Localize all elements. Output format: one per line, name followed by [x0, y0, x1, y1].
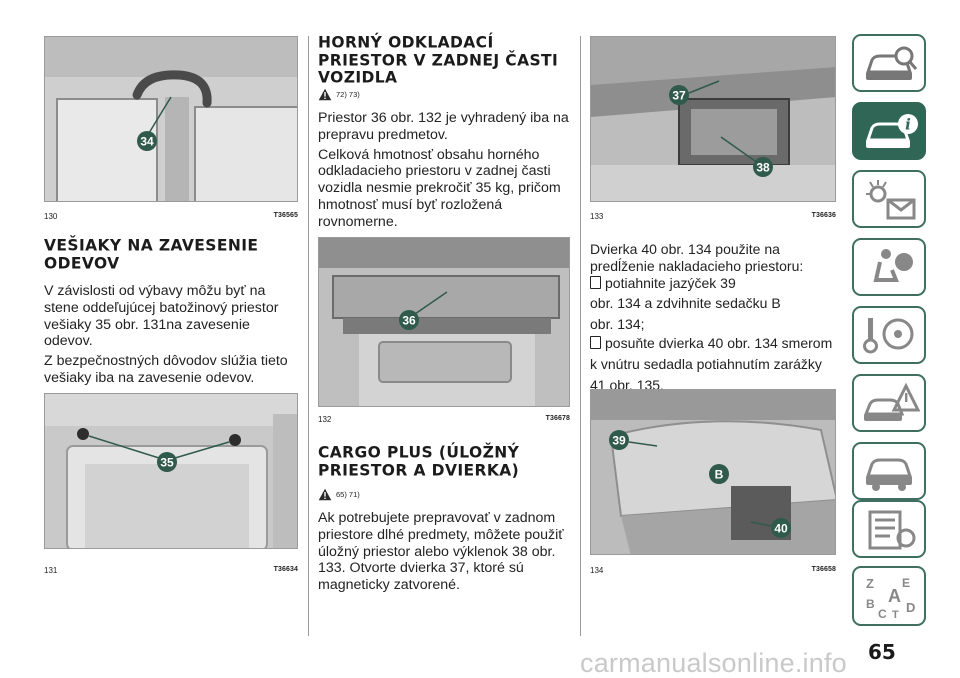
- index-letter: E: [902, 576, 910, 590]
- callout-39: 39: [612, 434, 626, 448]
- index-letter: D: [906, 600, 915, 615]
- car-info-icon: i: [865, 114, 918, 148]
- figure-number: 134: [590, 566, 604, 575]
- index-letter: T: [892, 609, 899, 620]
- figure-code: T36636: [811, 212, 836, 219]
- paragraph: V závislosti od výbavy môžu byť na stene…: [44, 283, 279, 350]
- page-number: 65: [868, 640, 896, 664]
- paragraph: Priestor 36 obr. 132 je vyhradený iba na…: [318, 110, 569, 143]
- figure-number: 132: [318, 415, 332, 424]
- warning-refs: 72) 73): [318, 88, 360, 101]
- figure-130-caption: 130 T36565: [44, 212, 298, 221]
- figure-132-caption: 132 T36678: [318, 415, 570, 424]
- paragraph: Dvierka 40 obr. 134 použite na predĺženi…: [590, 241, 804, 274]
- dashboard-lights-icon: [866, 180, 916, 220]
- index-letter: C: [878, 607, 887, 620]
- warning-refs-text: 65) 71): [336, 490, 360, 499]
- sidebar-tab-car-service[interactable]: [852, 442, 926, 500]
- alphabetical-index-icon: Z E A B C T D: [866, 576, 915, 620]
- callout-38: 38: [756, 161, 770, 175]
- upper-storage-text: Priestor 36 obr. 132 je vyhradený iba na…: [318, 110, 572, 231]
- cargo-plus-text: Ak potrebujete prepravovať v zadnom prie…: [318, 510, 572, 594]
- paragraph: Z bezpečnostných dôvodov slúžia tieto ve…: [44, 353, 288, 386]
- step-item: posuňte dvierka 40 obr. 134 smerom: [590, 335, 840, 352]
- section-heading-hangers: VEŠIAKY NA ZAVESENIE ODEVOV: [44, 235, 259, 273]
- technical-data-list-icon: [868, 510, 916, 550]
- warning-refs: 65) 71): [318, 488, 360, 501]
- figure-134-caption: 134 T36658: [590, 566, 836, 575]
- callout-40: 40: [774, 522, 788, 536]
- paragraph: Celková hmotnosť obsahu horného odkladac…: [318, 146, 561, 230]
- paragraph: obr. 134;: [590, 316, 645, 333]
- index-letter: A: [888, 586, 901, 606]
- section-heading-upper-storage: HORNÝ ODKLADACÍ PRIESTOR V ZADNEJ ČASTI …: [318, 32, 559, 87]
- paragraph: 41 obr. 135.: [590, 376, 664, 393]
- figure-134-image: 39 B 40: [590, 389, 836, 555]
- sidebar-tab-dashboard-lights[interactable]: [852, 170, 926, 228]
- index-letter: Z: [866, 576, 874, 591]
- warning-icon: [318, 488, 332, 501]
- figure-131-image: 35: [44, 393, 298, 549]
- callout-35: 35: [160, 456, 174, 470]
- figure-code: T36658: [811, 566, 836, 573]
- svg-text:i: i: [905, 116, 911, 134]
- figure-code: T36565: [273, 212, 298, 219]
- index-letter: B: [866, 597, 875, 611]
- figure-code: T36678: [545, 415, 570, 422]
- column-divider: [308, 36, 309, 636]
- figure-132-image: 36: [318, 237, 570, 407]
- paragraph: obr. 134 a zdvihnite sedačku B: [590, 295, 781, 312]
- paragraph: k vnútru sedadla potiahnutím zarážky: [590, 355, 822, 372]
- figure-133-image: 37 38: [590, 36, 836, 202]
- car-warning-triangle-icon: [863, 382, 920, 421]
- car-service-icon: [865, 458, 913, 491]
- sidebar-tab-technical-data[interactable]: [852, 500, 926, 558]
- sidebar-tab-alphabetical-index[interactable]: Z E A B C T D: [852, 566, 926, 626]
- column-divider: [580, 36, 581, 636]
- figure-number: 131: [44, 566, 58, 575]
- watermark: carmanualsonline.info: [580, 648, 847, 678]
- sidebar-tab-car-info[interactable]: i: [852, 102, 926, 160]
- hangers-text: V závislosti od výbavy môžu byť na stene…: [44, 283, 296, 387]
- figure-code: T36634: [273, 566, 298, 573]
- steering-key-icon: [863, 318, 914, 354]
- warning-icon: [318, 88, 332, 101]
- paragraph: Ak potrebujete prepravovať v zadnom prie…: [318, 510, 564, 594]
- sidebar-tab-airbag-seat[interactable]: [852, 238, 926, 296]
- sidebar-tab-car-warning[interactable]: [852, 374, 926, 432]
- figure-131-caption: 131 T36634: [44, 566, 298, 575]
- step-item: potiahnite jazýček 39: [590, 275, 840, 292]
- figure-133-caption: 133 T36636: [590, 212, 836, 221]
- sidebar-tab-car-search[interactable]: [852, 34, 926, 92]
- figure-130-image: 34: [44, 36, 298, 202]
- figure-number: 133: [590, 212, 604, 221]
- section-heading-cargo-plus: CARGO PLUS (ÚLOŽNÝ PRIESTOR A DVIERKA): [318, 442, 520, 480]
- warning-refs-text: 72) 73): [336, 90, 360, 99]
- car-search-icon: [865, 46, 918, 80]
- callout-B: B: [715, 468, 724, 482]
- sidebar-tab-steering-key[interactable]: [852, 306, 926, 364]
- door-text: Dvierka 40 obr. 134 použite na predĺženi…: [590, 241, 840, 393]
- callout-36: 36: [402, 314, 416, 328]
- airbag-seat-icon: [873, 249, 913, 282]
- figure-number: 130: [44, 212, 58, 221]
- callout-34: 34: [140, 135, 154, 149]
- callout-37: 37: [672, 89, 686, 103]
